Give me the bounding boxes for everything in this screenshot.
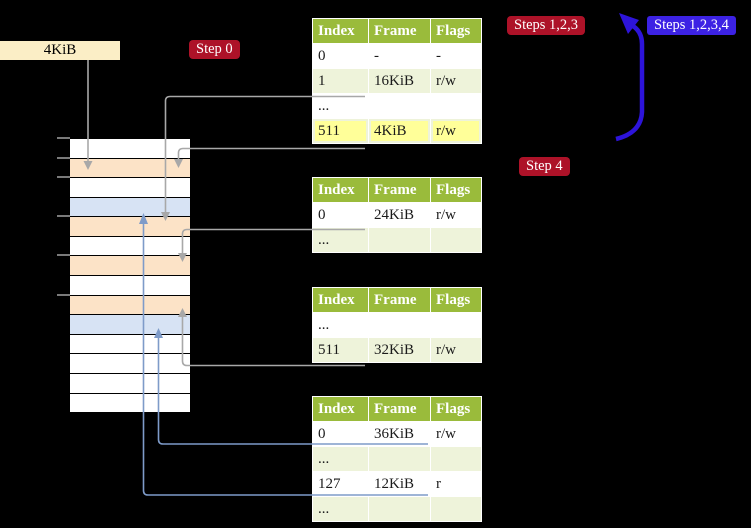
table-row: ... — [312, 227, 482, 253]
memory-address-tick — [57, 156, 70, 159]
table-cell: 0 — [312, 202, 369, 228]
memory-frame-free — [70, 139, 190, 159]
table-cell: ... — [312, 496, 369, 522]
memory-frame-free — [70, 354, 190, 374]
step4-label: Step 4 — [519, 157, 570, 176]
table-cell: 511 — [312, 118, 369, 144]
column-header: Index — [312, 177, 369, 203]
memory-frame-free — [70, 178, 190, 198]
table-cell: ... — [312, 227, 369, 253]
table-cell: r/w — [430, 68, 482, 94]
table-cell: r/w — [430, 118, 482, 144]
memory-address-tick — [57, 137, 70, 139]
table-cell: 511 — [312, 337, 369, 363]
table-row: ... — [312, 93, 482, 119]
column-header: Frame — [368, 177, 431, 203]
table-cell: - — [430, 43, 482, 69]
table-cell — [430, 446, 482, 472]
table-cell — [368, 227, 431, 253]
physical-memory-column — [70, 138, 190, 414]
table-cell — [430, 312, 482, 338]
table-cell: 16KiB — [368, 68, 431, 94]
step0-label: Step 0 — [189, 40, 240, 59]
table-cell: r — [430, 471, 482, 497]
memory-frame-free — [70, 373, 190, 394]
column-header: Flags — [430, 396, 482, 422]
table-cell: 12KiB — [368, 471, 431, 497]
memory-address-tick — [57, 215, 70, 218]
table-cell: 127 — [312, 471, 369, 497]
column-header: Flags — [430, 287, 482, 313]
column-header: Flags — [430, 18, 482, 44]
column-header: Frame — [368, 287, 431, 313]
table-cell — [368, 496, 431, 522]
steps1234-label: Steps 1,2,3,4 — [647, 16, 736, 35]
arrow-recursive-loop — [615, 13, 645, 142]
memory-frame-page_table — [70, 217, 190, 237]
memory-address-tick — [57, 254, 70, 257]
table-cell: 24KiB — [368, 202, 431, 228]
table-cell: r/w — [430, 421, 482, 447]
table-cell: 32KiB — [368, 337, 431, 363]
column-header: Frame — [368, 18, 431, 44]
table-cell — [368, 93, 431, 119]
table-cell: r/w — [430, 337, 482, 363]
table-cell — [368, 446, 431, 472]
table-row: ... — [312, 446, 482, 472]
memory-address-tick — [57, 176, 70, 179]
column-header: Frame — [368, 396, 431, 422]
memory-frame-mapped_page — [70, 197, 190, 218]
memory-frame-page_table — [70, 295, 190, 316]
table-cell: 0 — [312, 421, 369, 447]
table-cell — [368, 312, 431, 338]
memory-frame-free — [70, 334, 190, 355]
table-cell — [430, 496, 482, 522]
table-row: ... — [312, 496, 482, 522]
table-cell — [430, 93, 482, 119]
column-header: Flags — [430, 177, 482, 203]
memory-frame-free — [70, 236, 190, 257]
table-row: 0-- — [312, 43, 482, 69]
memory-frame-free — [70, 393, 190, 414]
table-cell: ... — [312, 446, 369, 472]
table-cell: 4KiB — [368, 118, 431, 144]
table-cell: - — [368, 43, 431, 69]
table-cell: r/w — [430, 202, 482, 228]
table-cell: 0 — [312, 43, 369, 69]
cr3-frame-box: 4KiB — [0, 41, 120, 60]
memory-frame-free — [70, 276, 190, 296]
memory-address-tick — [57, 293, 70, 296]
memory-frame-page_table — [70, 256, 190, 277]
column-header: Index — [312, 18, 369, 44]
table-cell: ... — [312, 312, 369, 338]
memory-frame-page_table — [70, 158, 190, 179]
table-cell — [430, 227, 482, 253]
table-cell: 1 — [312, 68, 369, 94]
column-header: Index — [312, 396, 369, 422]
arrow-l4-entry511-recursive — [174, 147, 365, 168]
memory-frame-mapped_page — [70, 315, 190, 335]
column-header: Index — [312, 287, 369, 313]
table-cell: 36KiB — [368, 421, 431, 447]
table-row: ... — [312, 312, 482, 338]
table-cell: ... — [312, 93, 369, 119]
steps123-label: Steps 1,2,3 — [507, 16, 586, 35]
